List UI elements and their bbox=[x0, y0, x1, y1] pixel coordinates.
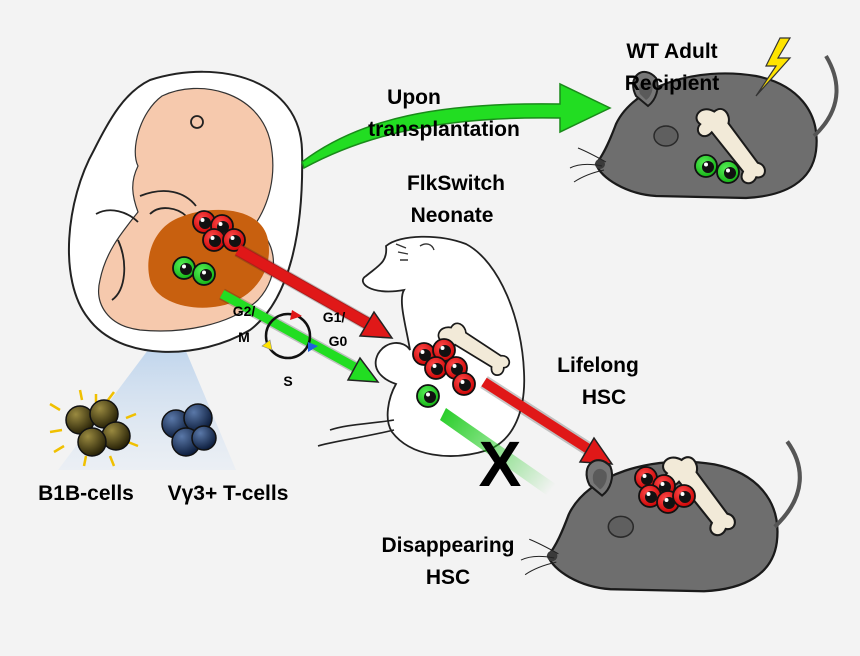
label-disappearing: Disappearing bbox=[381, 534, 514, 557]
label-b1b-cells: B1B-cells bbox=[38, 482, 134, 505]
label-g1: G1/ bbox=[323, 309, 346, 325]
label-disappearing-hsc: HSC bbox=[426, 566, 470, 589]
label-lifelong-hsc: HSC bbox=[582, 386, 626, 409]
cycle-marker-blue bbox=[308, 342, 318, 352]
label-vg3-t-cells: Vγ3+ T-cells bbox=[168, 482, 289, 505]
label-flkswitch: FlkSwitch bbox=[407, 172, 505, 195]
label-neonate: Neonate bbox=[411, 204, 494, 227]
label-lifelong: Lifelong bbox=[557, 354, 639, 377]
cell-cycle-diagram bbox=[261, 310, 318, 360]
label-recipient: Recipient bbox=[625, 72, 720, 95]
vg3-t-cells-icon bbox=[161, 403, 217, 457]
lifelong-adult-mouse bbox=[519, 440, 802, 593]
cycle-marker-red bbox=[290, 310, 302, 320]
label-transplantation: transplantation bbox=[368, 118, 520, 141]
x-mark-icon: X bbox=[479, 428, 522, 500]
wt-adult-mouse bbox=[568, 54, 839, 200]
b1b-cells-icon bbox=[49, 389, 139, 467]
lightning-bolt-icon bbox=[755, 37, 792, 97]
label-s: S bbox=[283, 373, 292, 389]
fading-green-arrow bbox=[440, 408, 570, 506]
green-arrow-to-neonate bbox=[219, 288, 380, 383]
transplant-arrow bbox=[301, 82, 612, 170]
embryo-limb-lines bbox=[95, 190, 197, 301]
embryo-eye bbox=[190, 115, 204, 129]
label-wt-adult: WT Adult bbox=[626, 40, 717, 63]
cycle-marker-yellow bbox=[261, 339, 273, 351]
red-arrow-to-neonate bbox=[234, 243, 394, 339]
label-upon: Upon bbox=[387, 86, 441, 109]
label-g0: G0 bbox=[329, 333, 348, 349]
neonate-green-cell bbox=[416, 384, 440, 408]
neonate-tail bbox=[317, 419, 395, 447]
label-m: M bbox=[238, 329, 250, 345]
label-g2: G2/ bbox=[233, 303, 256, 319]
neonate-face-marks bbox=[395, 243, 435, 261]
red-arrow-to-adult bbox=[480, 376, 614, 465]
